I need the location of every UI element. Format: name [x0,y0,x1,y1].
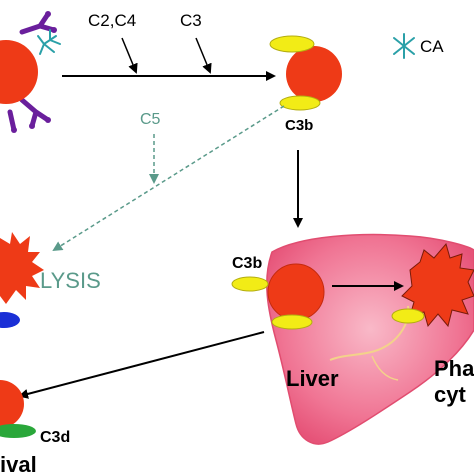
mac-marker [0,312,20,328]
lysed-cell [0,232,44,328]
liver-c3b-cell [231,263,325,330]
c3b-marker-liver-bottom [271,314,313,330]
c2c4-arrow [121,37,138,74]
label-c3b-top: C3b [285,117,313,134]
c3-arrow [195,37,212,74]
label-c5: C5 [140,111,161,128]
target-cell-opsonized [286,46,342,102]
lysis-pathway-arrow [52,105,285,252]
c3b-marker-phago [391,308,425,324]
label-phago-line2: cyt [434,382,466,407]
label-ca: CA [420,37,444,56]
target-cell-c3d [0,380,24,428]
c3b-marker-top [269,35,315,53]
c3b-marker-bottom [279,95,321,111]
label-c3d: C3d [40,429,70,446]
label-liver: Liver [286,366,339,391]
label-c3: C3 [180,11,202,30]
phagocytosed-cell [391,242,474,328]
antibody-cell-complex [0,11,61,133]
label-lysis: LYSIS [40,268,101,293]
target-cell-top [0,40,38,104]
liver-vessel-branch [371,355,399,381]
c3b-coated-cell [269,35,342,111]
c3d-marker [0,424,36,438]
label-c3b-liver: C3b [232,255,262,272]
ca-antigen-icon [393,33,415,59]
label-c2c4: C2,C4 [88,11,136,30]
label-survival: ival [0,452,37,474]
antibody-dots [11,11,57,133]
ca-antigen-icon [37,29,61,55]
lysed-cell-body [0,232,44,304]
c3b-marker-liver-left [231,276,269,292]
to-c3d-arrow [18,331,265,399]
target-cell-liver [267,263,325,321]
label-phago-line1: Pha [434,356,474,381]
c3d-cell [0,380,36,438]
